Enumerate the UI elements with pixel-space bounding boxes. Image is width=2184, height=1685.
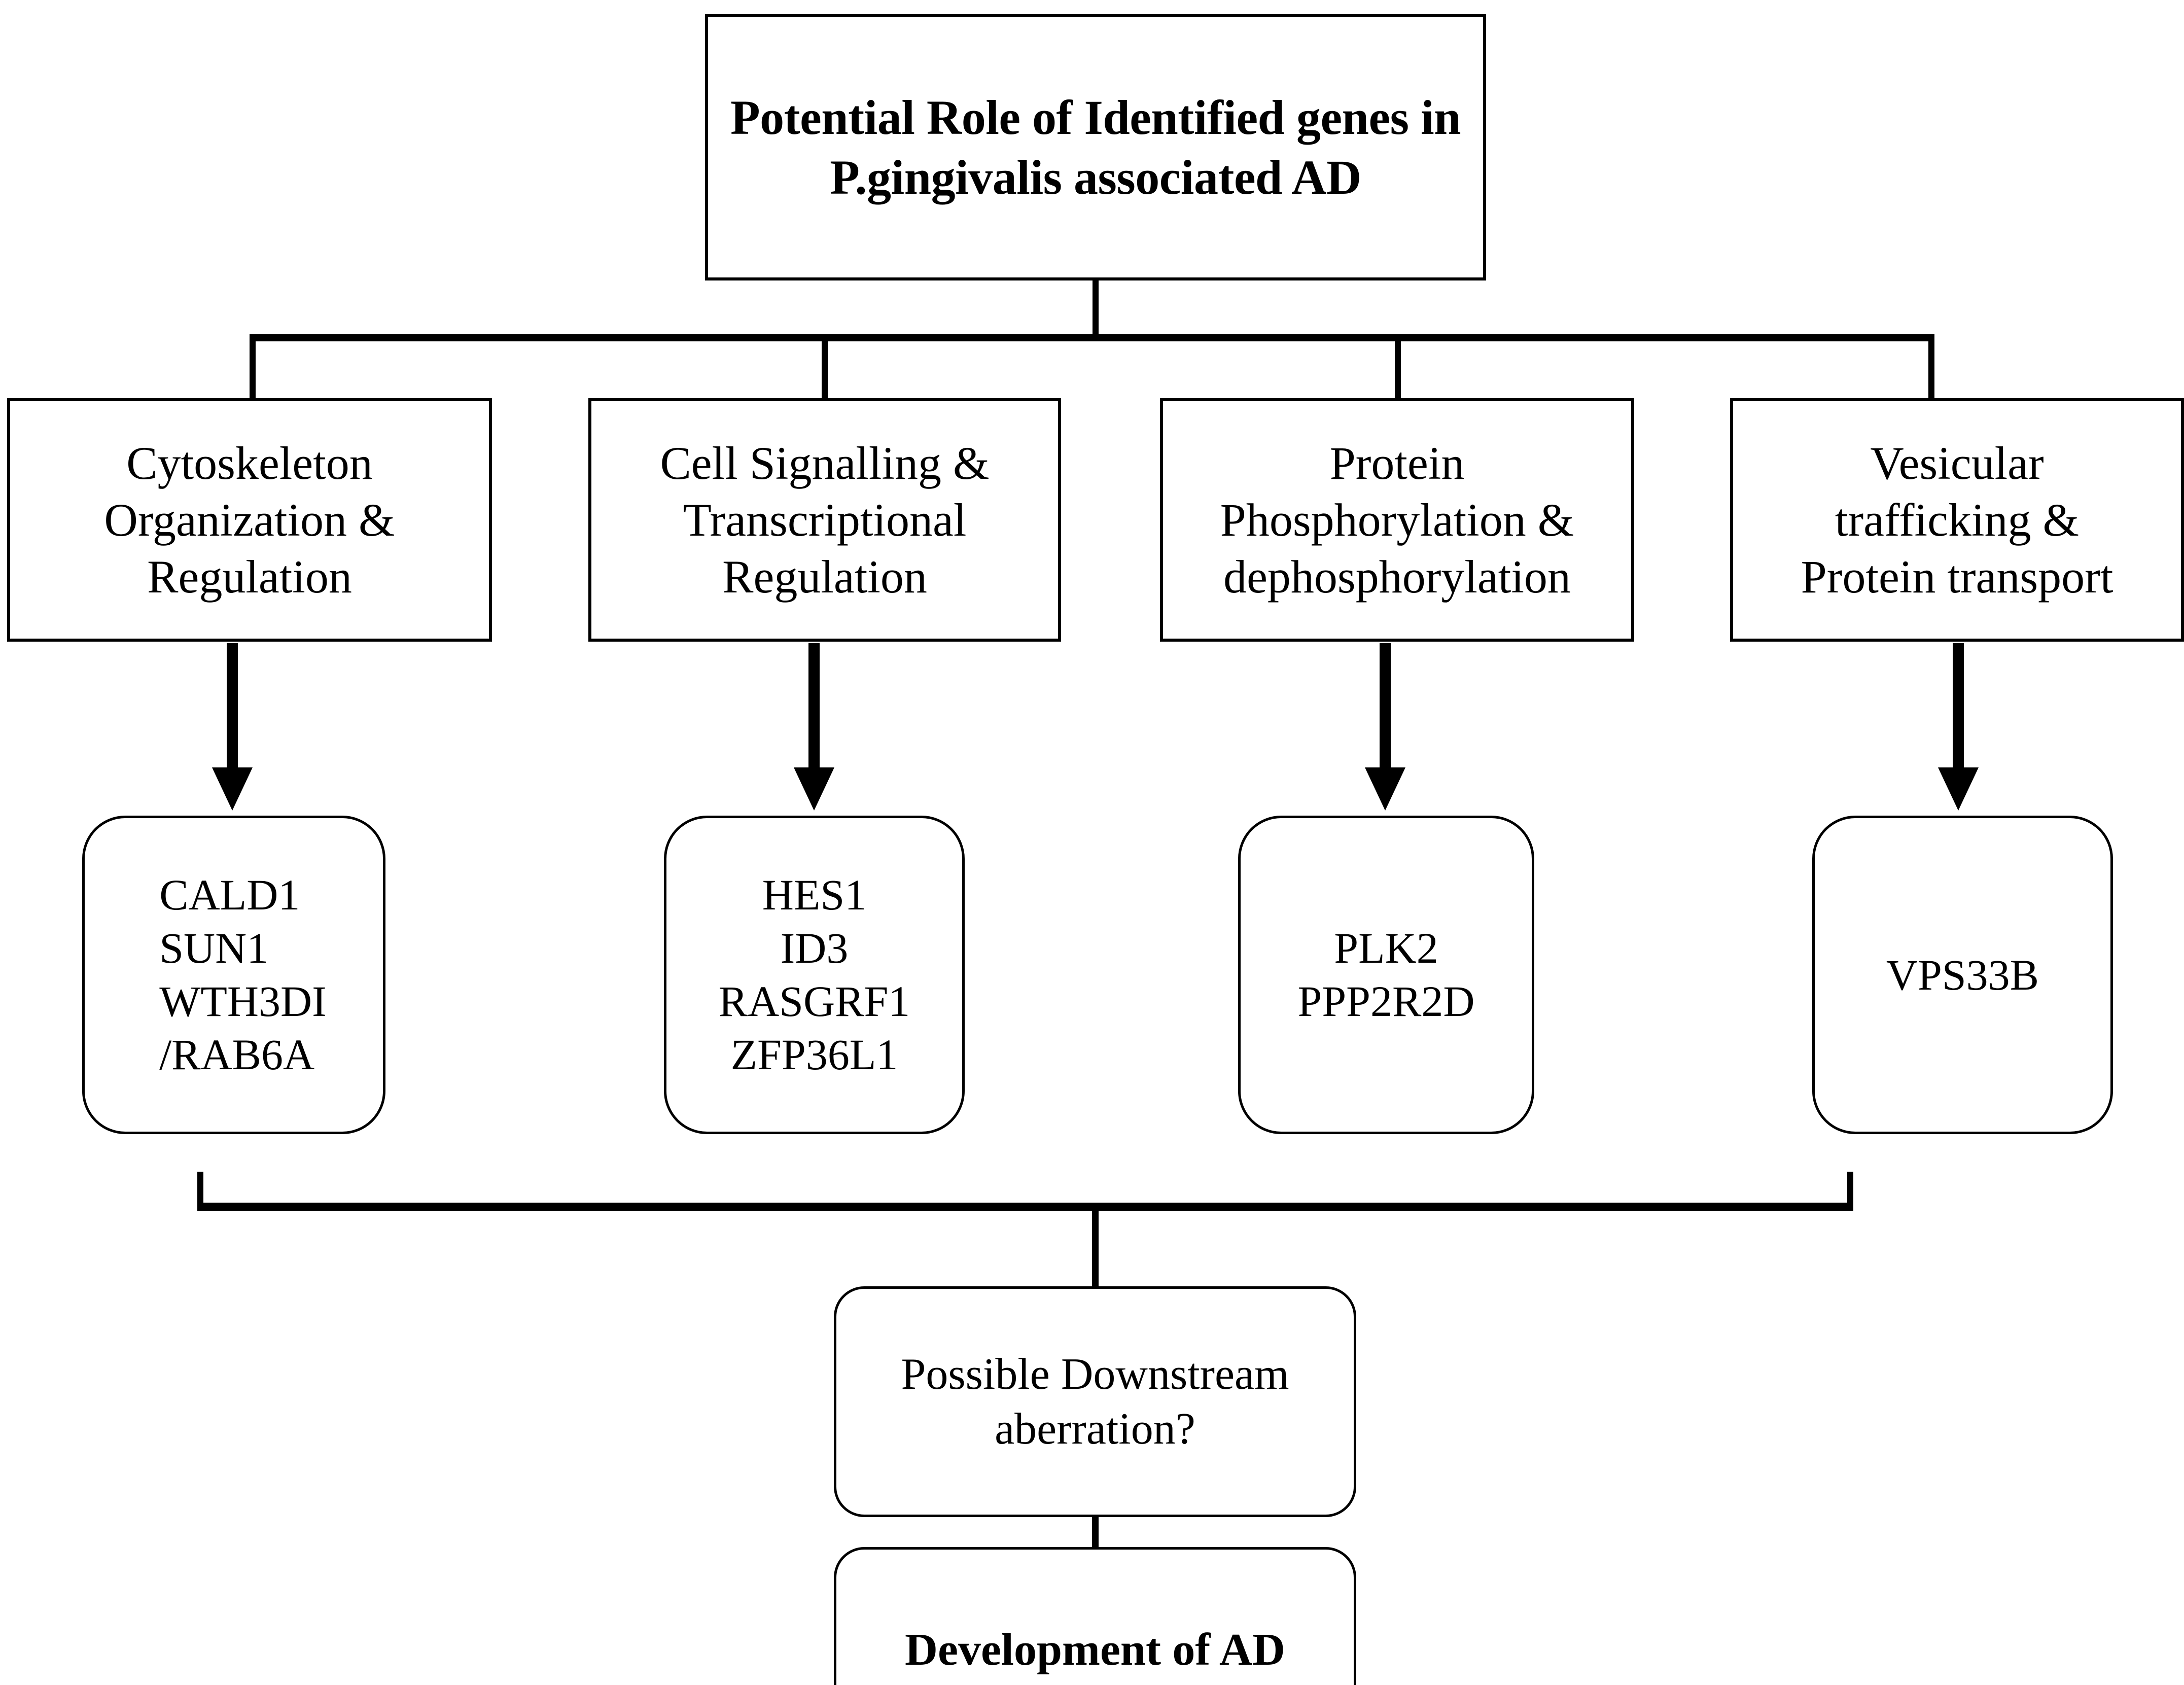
node-possible-downstream-aberration: Possible Downstream aberration? bbox=[834, 1286, 1356, 1517]
node-gene-list: PLK2 PPP2R2D bbox=[1297, 924, 1475, 1026]
node-gene-group-phosphorylation: PLK2 PPP2R2D bbox=[1238, 816, 1534, 1134]
connector-bottom-riser-left bbox=[197, 1172, 203, 1207]
connector-title-stem bbox=[1093, 280, 1099, 340]
arrow-down-icon bbox=[212, 643, 253, 811]
node-title: Potential Role of Identified genes in P.… bbox=[705, 14, 1486, 280]
connector-top-bus bbox=[250, 334, 1934, 341]
node-gene-list: HES1 ID3 RASGRF1 ZFP36L1 bbox=[718, 870, 910, 1079]
connector-top-drop-4 bbox=[1928, 334, 1934, 400]
node-gene-list: VPS33B bbox=[1886, 950, 2039, 999]
node-gene-group-cell-signalling: HES1 ID3 RASGRF1 ZFP36L1 bbox=[664, 816, 965, 1134]
node-category-label: Cell Signalling & Transcriptional Regula… bbox=[660, 437, 990, 603]
node-downstream-label: Possible Downstream aberration? bbox=[901, 1350, 1289, 1454]
node-gene-group-cytoskeleton: CALD1 SUN1 WTH3DI /RAB6A bbox=[82, 816, 385, 1134]
node-category-cytoskeleton: Cytoskeleton Organization & Regulation bbox=[7, 398, 492, 642]
arrow-down-icon bbox=[1365, 643, 1405, 811]
node-development-of-ad: Development of AD bbox=[834, 1547, 1356, 1685]
arrow-down-icon bbox=[794, 643, 834, 811]
node-outcome-label: Development of AD bbox=[905, 1624, 1285, 1675]
node-category-label: Cytoskeleton Organization & Regulation bbox=[104, 437, 395, 603]
connector-top-drop-1 bbox=[250, 334, 256, 400]
node-category-cell-signalling: Cell Signalling & Transcriptional Regula… bbox=[588, 398, 1061, 642]
node-category-label: Protein Phosphorylation & dephosphorylat… bbox=[1220, 437, 1574, 603]
node-gene-list: CALD1 SUN1 WTH3DI /RAB6A bbox=[159, 870, 327, 1079]
node-category-vesicular-trafficking: Vesicular trafficking & Protein transpor… bbox=[1730, 398, 2184, 642]
node-title-label: Potential Role of Identified genes in P.… bbox=[730, 90, 1461, 204]
node-category-label: Vesicular trafficking & Protein transpor… bbox=[1801, 437, 2113, 603]
node-gene-group-vesicular: VPS33B bbox=[1812, 816, 2113, 1134]
arrow-down-icon bbox=[1938, 643, 1979, 811]
node-category-protein-phosphorylation: Protein Phosphorylation & dephosphorylat… bbox=[1160, 398, 1634, 642]
connector-top-drop-2 bbox=[822, 334, 828, 400]
connector-bottom-stem bbox=[1092, 1203, 1099, 1290]
connector-downstream-to-outcome bbox=[1092, 1516, 1099, 1550]
connector-bottom-riser-right bbox=[1847, 1172, 1853, 1207]
connector-top-drop-3 bbox=[1395, 334, 1401, 400]
connector-bottom-bus bbox=[197, 1203, 1853, 1211]
